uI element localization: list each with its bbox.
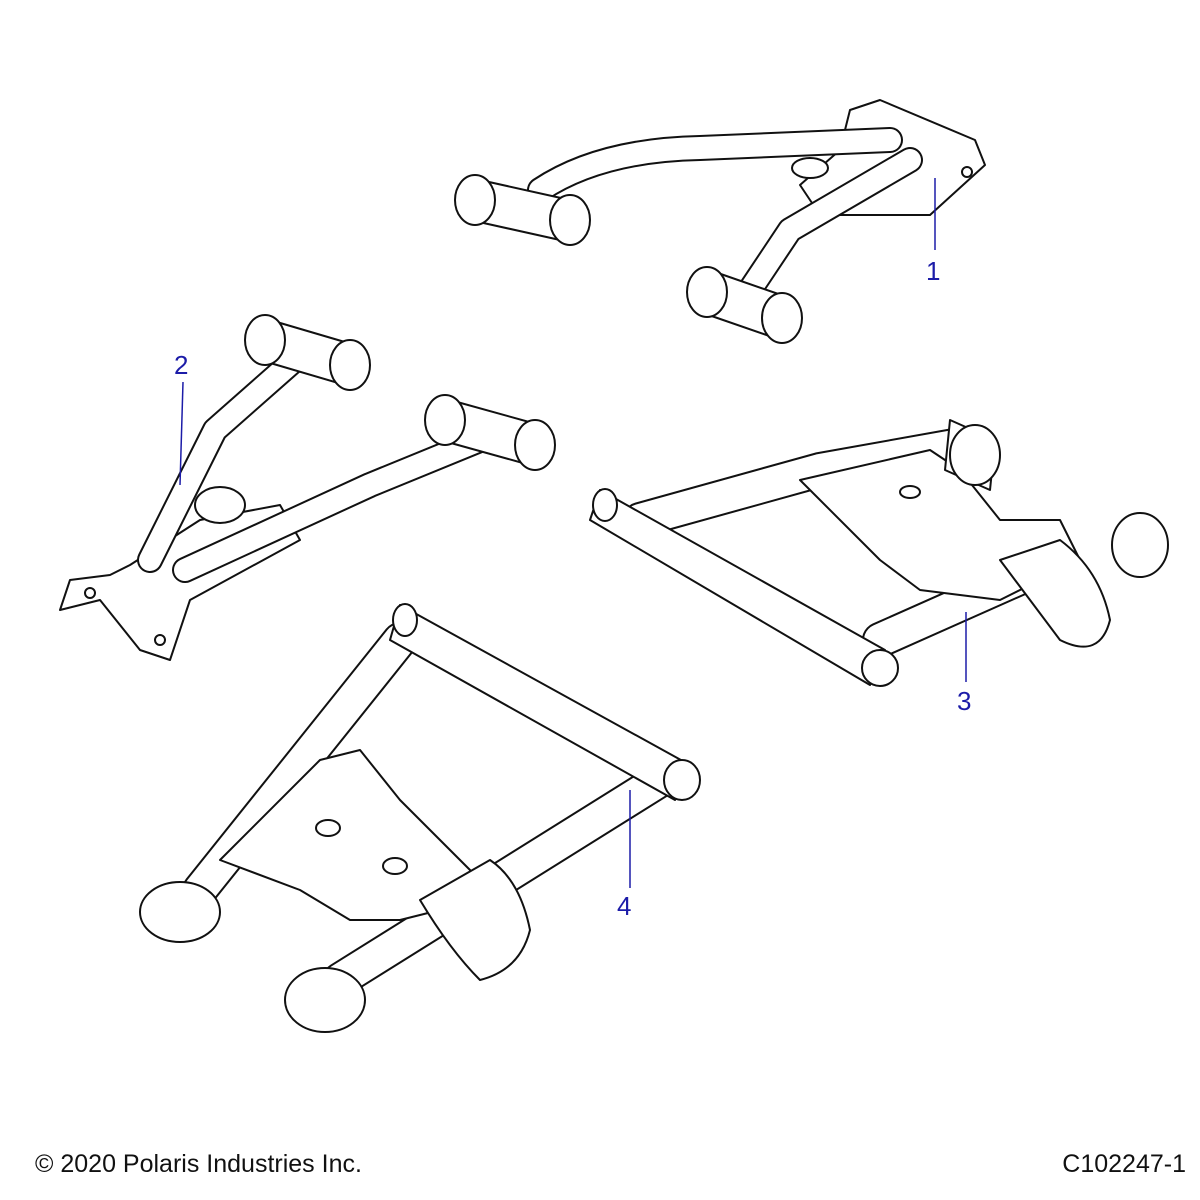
part-1-upper-a-arm [454, 99, 986, 344]
callout-2: 2 [174, 350, 189, 380]
part-3-lower-a-arm [589, 419, 1169, 687]
part-2-upper-a-arm [59, 314, 556, 661]
figure-id: C102247-1 [1062, 1150, 1186, 1178]
callout-4: 4 [617, 891, 632, 921]
leader-line-2 [179, 381, 184, 486]
callout-3: 3 [957, 686, 972, 716]
copyright-text: © 2020 Polaris Industries Inc. [35, 1150, 362, 1178]
part-4-lower-a-arm [139, 603, 701, 1033]
callout-1: 1 [926, 256, 941, 286]
